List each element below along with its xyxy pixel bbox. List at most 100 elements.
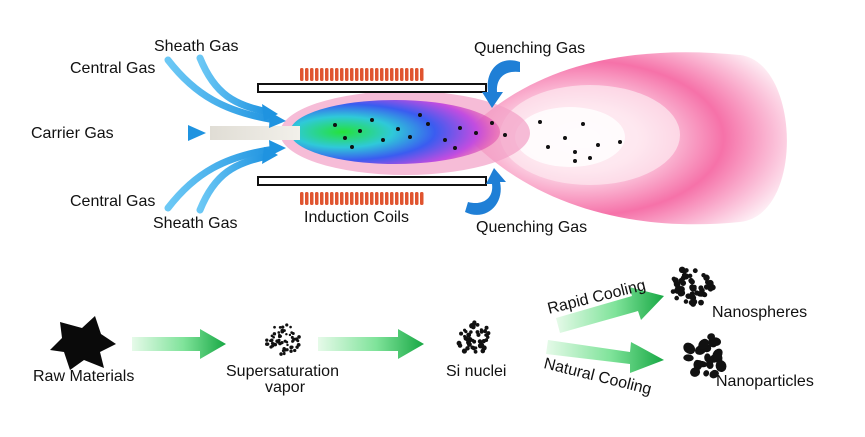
vapor-dot <box>294 337 299 341</box>
coil-turn <box>365 192 369 205</box>
coil-turn <box>355 192 359 205</box>
nucleus-dot <box>472 320 477 325</box>
coil-turn <box>335 192 339 205</box>
vapor-dot <box>285 340 289 344</box>
particle-dot <box>418 113 422 117</box>
coil-turn <box>315 192 319 205</box>
vapor-dot <box>265 338 269 342</box>
carrier-gas-label: Carrier Gas <box>31 125 114 142</box>
plasma-core <box>280 91 530 175</box>
particle-dot <box>596 143 600 147</box>
particle-dot <box>573 150 577 154</box>
vapor-dot <box>290 335 294 339</box>
torch-wall-bottom <box>257 176 487 186</box>
vapor-dot <box>286 343 289 347</box>
nanosphere-dot <box>684 268 689 273</box>
nanoparticle-blob <box>715 360 727 372</box>
coil-turn <box>355 68 359 81</box>
nucleus-dot <box>482 329 488 334</box>
coil-turn <box>310 192 314 205</box>
vapor-dot <box>272 332 277 336</box>
coil-turn <box>335 68 339 81</box>
nanospheres-cluster <box>670 266 716 307</box>
particle-dot <box>396 127 400 131</box>
vapor-dot <box>269 338 274 343</box>
particle-dot <box>370 118 374 122</box>
nucleus-dot <box>471 324 476 329</box>
vapor-dot <box>297 335 301 339</box>
coil-turn <box>375 192 379 205</box>
nucleus-dot <box>479 330 484 334</box>
coil-turn <box>325 68 329 81</box>
nanospheres-label: Nanospheres <box>712 304 808 321</box>
nanoparticle-blob <box>683 354 694 362</box>
vapor-dot <box>280 340 284 345</box>
induction-coil-bottom <box>300 192 424 205</box>
particle-dot <box>490 121 494 125</box>
nucleus-dot <box>463 328 467 332</box>
particle-dot <box>573 159 577 163</box>
si-nuclei-cluster <box>456 320 491 354</box>
vapor-dot <box>272 335 275 339</box>
coil-turn <box>320 68 324 81</box>
nanoparticle-blob <box>696 360 708 368</box>
coil-turn <box>325 192 329 205</box>
raw-material-shape <box>50 316 116 370</box>
particle-dot <box>503 133 507 137</box>
sheath-gas-bottom-label: Sheath Gas <box>153 215 238 232</box>
vapor-dot <box>282 346 286 351</box>
sheath-gas-bottom-arrow <box>196 152 272 214</box>
nanosphere-dot <box>675 284 681 291</box>
coil-turn <box>415 192 419 205</box>
sheath-gas-bottom-arrowhead <box>262 147 278 164</box>
coil-turn <box>350 192 354 205</box>
coil-turn <box>385 192 389 205</box>
induction-coils-label: Induction Coils <box>304 209 409 226</box>
vapor-dot <box>270 344 275 348</box>
nanosphere-dot <box>692 268 698 274</box>
vapor-dot <box>296 342 301 347</box>
vapor-to-nuclei-arrow <box>318 329 424 359</box>
coil-turn <box>395 68 399 81</box>
nanosphere-dot <box>698 299 704 306</box>
nanoparticle-blob <box>690 367 701 377</box>
nanosphere-dot <box>688 293 696 301</box>
plasma-plume <box>470 52 787 225</box>
coil-turn <box>385 68 389 81</box>
sheath-gas-top-arrow <box>196 54 272 116</box>
coil-turn <box>345 68 349 81</box>
coil-turn <box>330 192 334 205</box>
particle-dot <box>474 131 478 135</box>
rapid-cooling-arrow <box>556 287 664 333</box>
nucleus-dot <box>484 325 489 330</box>
nanosphere-dot <box>683 273 690 280</box>
coil-turn <box>405 192 409 205</box>
vapor-dot <box>278 325 282 329</box>
central-gas-bottom-arrowhead <box>269 140 286 156</box>
carrier-gas-arrowhead <box>188 125 206 141</box>
particle-dot <box>458 126 462 130</box>
vapor-dot <box>280 328 285 333</box>
coil-turn <box>300 192 304 205</box>
coil-turn <box>370 192 374 205</box>
nucleus-dot <box>470 345 475 350</box>
nucleus-dot <box>484 333 489 337</box>
plasma-particles <box>333 113 622 163</box>
central-gas-top-arrowhead <box>269 112 286 128</box>
nucleus-dot <box>461 348 467 354</box>
nanosphere-dot <box>691 298 698 305</box>
coil-turn <box>405 68 409 81</box>
vapor-dot <box>295 346 299 349</box>
coil-turn <box>310 68 314 81</box>
coil-turn <box>365 68 369 81</box>
nucleus-dot <box>480 348 486 354</box>
nanoparticle-blob <box>709 369 719 379</box>
coil-turn <box>330 68 334 81</box>
particle-dot <box>350 145 354 149</box>
nanosphere-dot <box>678 277 685 284</box>
nanoparticle-blob <box>698 338 709 350</box>
particle-dot <box>546 145 550 149</box>
nanosphere-dot <box>683 299 689 304</box>
coil-turn <box>345 192 349 205</box>
